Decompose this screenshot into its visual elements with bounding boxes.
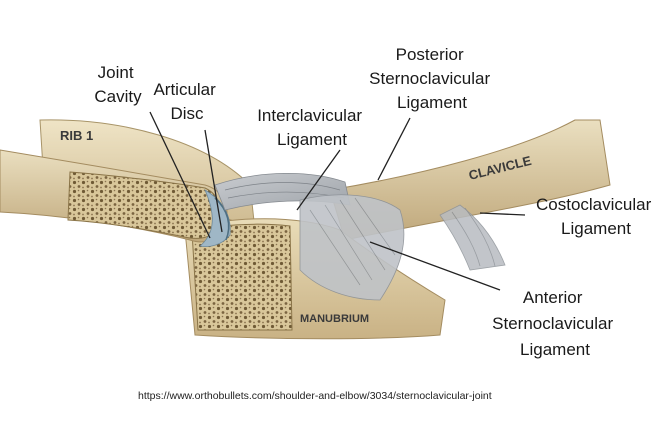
anterior-line-2: Sternoclavicular xyxy=(492,314,613,333)
posterior-line-2: Sternoclavicular xyxy=(369,69,490,88)
articular-disc-leader xyxy=(204,129,223,233)
posterior-line-3: Ligament xyxy=(397,93,467,112)
costoclavicular-line-1: Costoclavicular xyxy=(536,195,652,214)
joint-cavity-line-1: Joint xyxy=(98,63,134,82)
interclavicular-ligament-leader xyxy=(296,149,341,211)
joint-cavity-leader xyxy=(149,111,211,239)
articular-disc-line-1: Articular xyxy=(153,80,216,99)
source-url: https://www.orthobullets.com/shoulder-an… xyxy=(138,390,492,402)
posterior-line-1: Posterior xyxy=(396,45,464,64)
costoclavicular-line-2: Ligament xyxy=(561,219,631,238)
anterior-sternoclavicular-ligament-leader xyxy=(369,241,501,291)
anterior-sternoclavicular-ligament-label: Anterior Sternoclavicular Ligament xyxy=(492,288,618,359)
anterior-line-1: Anterior xyxy=(523,288,583,307)
articular-disc-label: Articular Disc xyxy=(153,80,220,123)
posterior-sternoclavicular-ligament-leader xyxy=(377,117,411,181)
articular-disc-line-2: Disc xyxy=(170,104,204,123)
left-clavicle xyxy=(0,149,228,243)
costoclavicular-ligament-label: Costoclavicular Ligament xyxy=(536,195,656,238)
joint-cavity-line-2: Cavity xyxy=(94,87,142,106)
anterior-sternoclavicular-ligament-shape xyxy=(299,194,405,301)
manubrium-label: MANUBRIUM xyxy=(300,313,369,325)
costoclavicular-ligament-leader xyxy=(479,212,526,216)
rib-label: RIB 1 xyxy=(60,128,93,143)
joint-cavity-label: Joint Cavity xyxy=(94,63,142,106)
interclavicular-line-1: Interclavicular xyxy=(257,106,362,125)
posterior-sternoclavicular-ligament-label: Posterior Sternoclavicular Ligament xyxy=(369,45,495,112)
interclavicular-ligament-label: Interclavicular Ligament xyxy=(257,106,367,149)
anterior-line-3: Ligament xyxy=(520,340,590,359)
interclavicular-line-2: Ligament xyxy=(277,130,347,149)
costoclavicular-ligament-shape xyxy=(439,204,506,271)
